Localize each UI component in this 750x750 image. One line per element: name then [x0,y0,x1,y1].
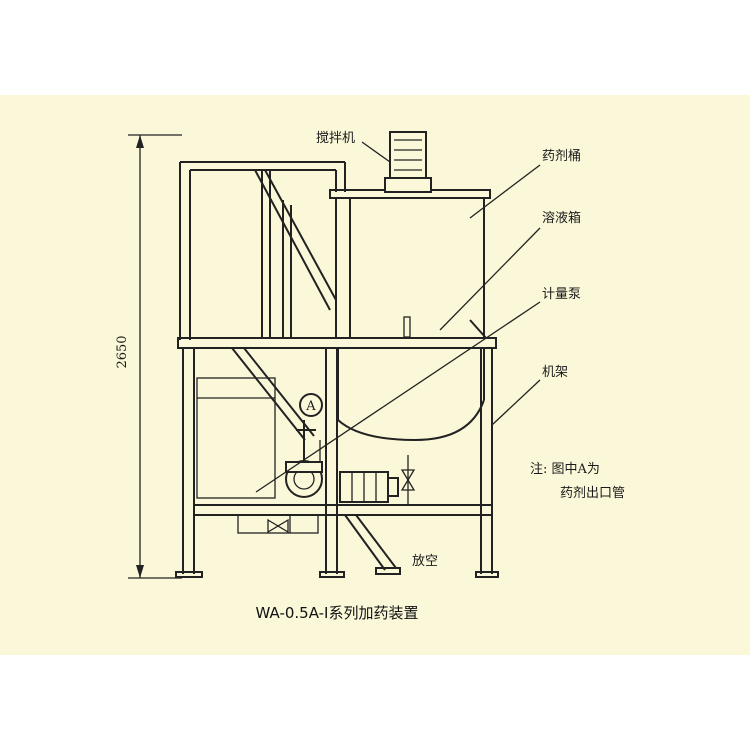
chemical-tank-label: 药剂桶 [542,149,581,164]
drain-label: 放空 [412,554,438,569]
chemical-tank [329,189,491,339]
frame-platform [177,337,497,349]
note-line-2: 药剂出口管 [560,486,625,501]
drain-pipe [237,514,397,571]
pump-motor [339,471,399,503]
dimension-label: 2650 [115,335,130,368]
mixer-motor [384,131,432,193]
frame-legs [175,348,499,578]
leader-lines [255,141,541,493]
marker-a-label: A [305,399,316,414]
diagonal-pipe [231,347,315,441]
metering-pump [285,420,323,498]
frame-upper [179,161,346,340]
frame-lower-crossbar [193,504,493,516]
metering-pump-label: 计量泵 [542,287,581,302]
diagram-background [0,95,750,655]
note-line-1: 注: 图中A为 [530,462,600,477]
dimension-line [128,134,182,579]
marker-a-circle [299,393,323,417]
frame-label: 机架 [542,365,568,380]
mixer-label: 搅拌机 [316,130,355,146]
figure-caption: WA-0.5A-I系列加药装置 [256,604,419,622]
solution-tank-label: 溶液箱 [542,210,581,226]
valve [400,455,416,505]
